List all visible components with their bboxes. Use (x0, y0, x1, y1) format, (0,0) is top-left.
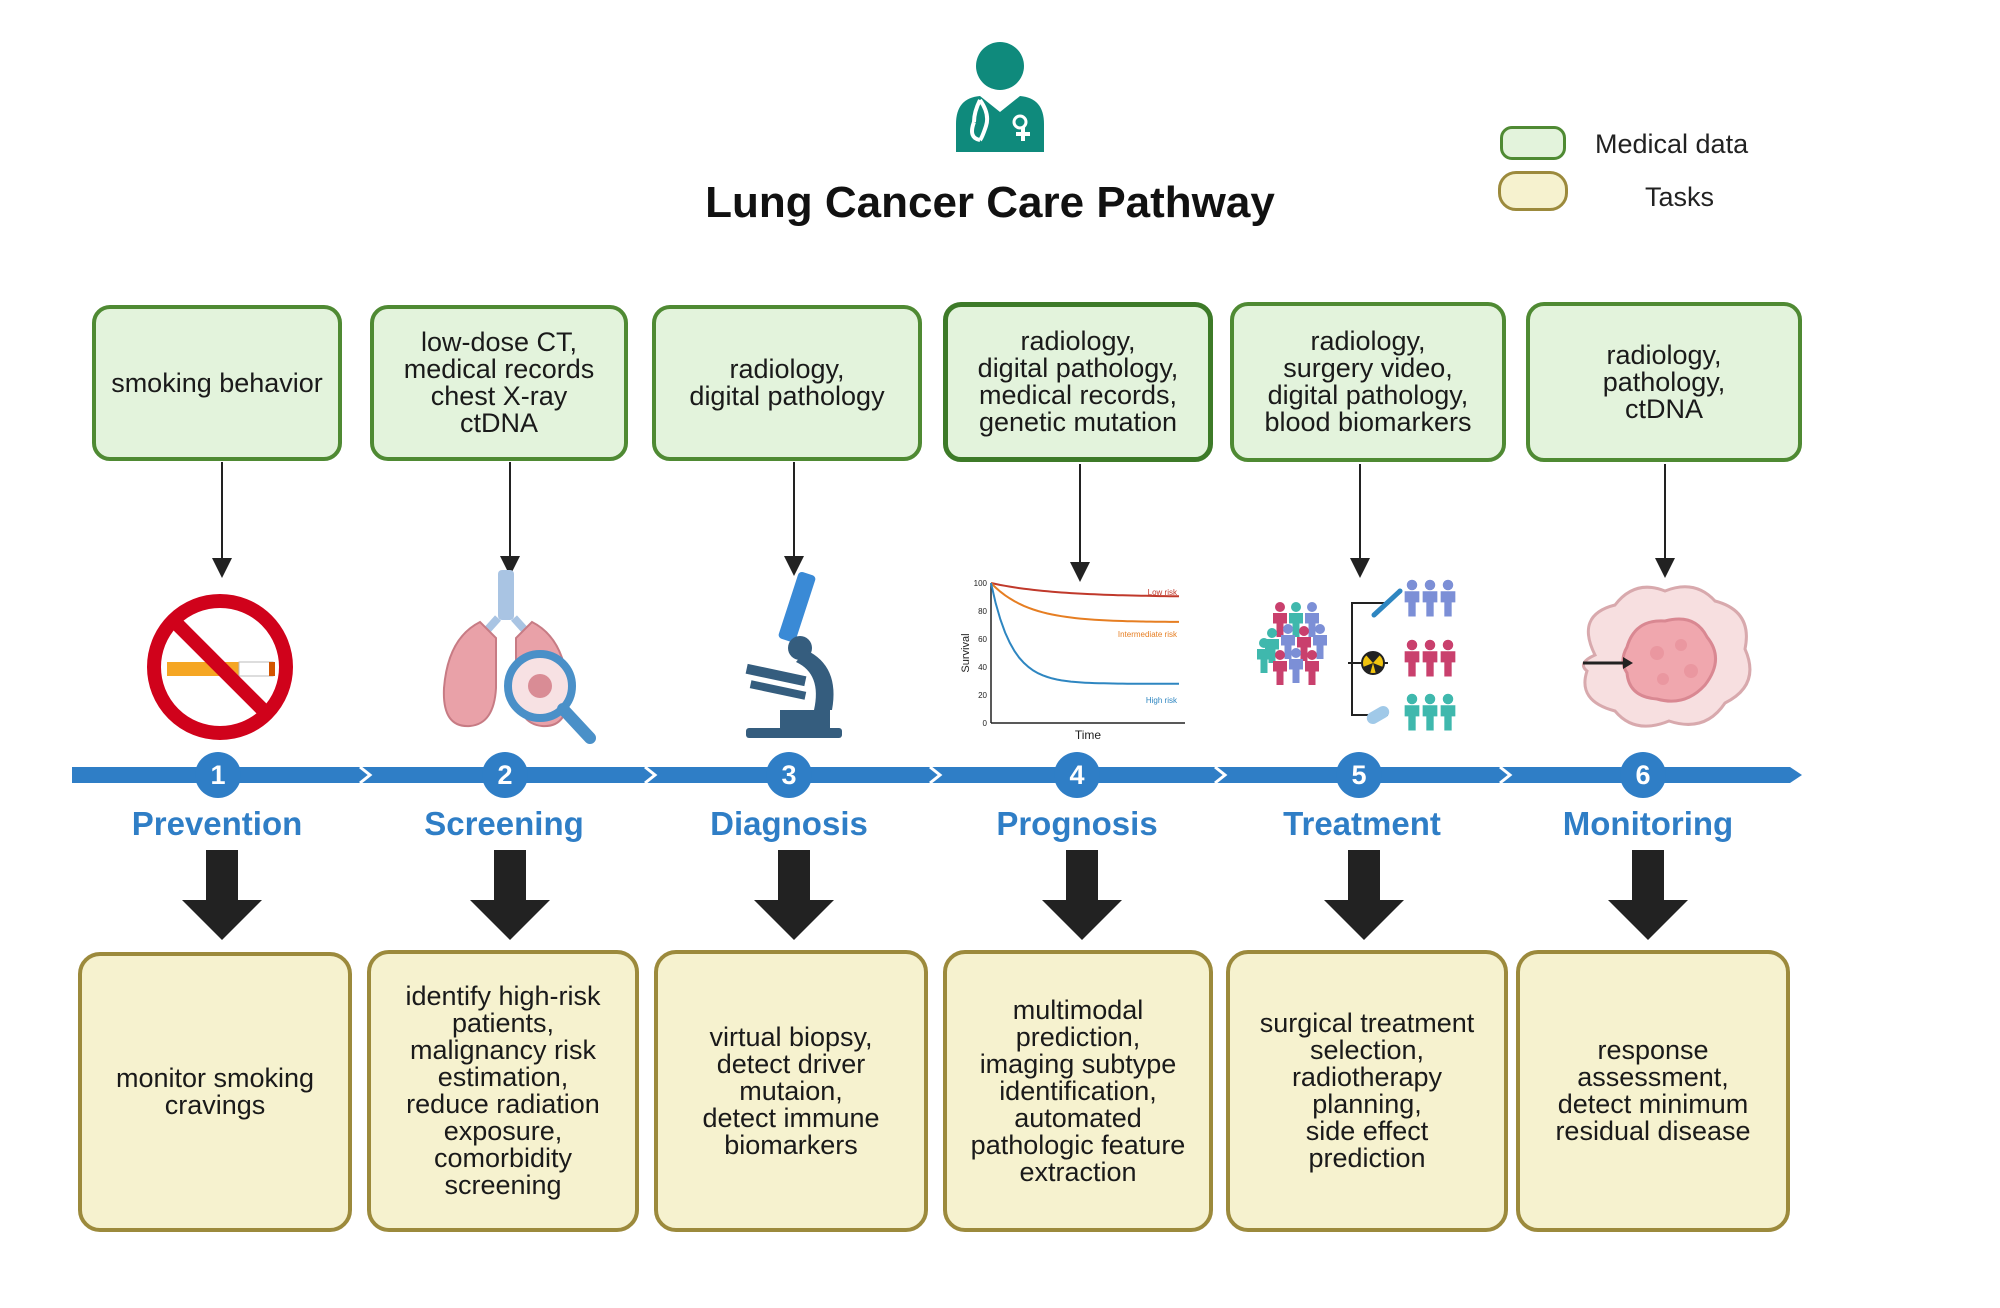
task-arrow-4 (1042, 850, 1122, 940)
patient-figure (1422, 639, 1438, 677)
stage-number-2: 2 (482, 752, 528, 798)
survival-ytick: 0 (983, 719, 988, 728)
survival-ytick: 20 (978, 691, 987, 700)
microscope-icon (745, 571, 842, 738)
patient-figure (1440, 639, 1456, 677)
task-box-treatment: surgical treatment selection, radiothera… (1226, 950, 1508, 1232)
patient-figure (1440, 579, 1456, 617)
patient-figure (1404, 693, 1420, 731)
survival-ytick: 80 (978, 607, 987, 616)
survival-ylabel: Survival (960, 633, 972, 672)
patient-stratification-icon (1257, 579, 1456, 731)
timeline-arrow (72, 765, 1802, 785)
patient-figure (1404, 579, 1420, 617)
data-box-prognosis: radiology, digital pathology, medical re… (943, 302, 1213, 462)
stage-number-5: 5 (1336, 752, 1382, 798)
task-arrow-3 (754, 850, 834, 940)
data-box-screening: low-dose CT, medical records chest X-ray… (370, 305, 628, 461)
stage-label-prevention: Prevention (131, 805, 303, 842)
patient-figure (1404, 639, 1420, 677)
patient-figure (1422, 579, 1438, 617)
survival-xlabel: Time (1075, 728, 1102, 742)
stage-number-4: 4 (1054, 752, 1100, 798)
survival-series-label: Low risk (1148, 588, 1178, 597)
patient-figure (1289, 648, 1303, 683)
stage-label-prognosis: Prognosis (996, 805, 1158, 842)
stage-label-treatment: Treatment (1283, 805, 1441, 842)
lungs-magnifier-icon (442, 570, 596, 744)
stage-label-monitoring: Monitoring (1562, 805, 1734, 842)
survival-curve-3 (990, 582, 1179, 685)
data-box-diagnosis: radiology, digital pathology (652, 305, 922, 461)
stage-label-diagnosis: Diagnosis (710, 805, 868, 842)
task-box-prevention: monitor smoking cravings (78, 952, 352, 1232)
patient-figure (1440, 693, 1456, 731)
task-box-diagnosis: virtual biopsy, detect driver mutaion, d… (654, 950, 928, 1232)
data-box-prevention: smoking behavior (92, 305, 342, 461)
survival-series-label: High risk (1146, 696, 1178, 705)
task-box-prognosis: multimodal prediction, imaging subtype i… (943, 950, 1213, 1232)
legend-label-tasks: Tasks (1645, 182, 1715, 212)
task-arrow-6 (1608, 850, 1688, 940)
task-box-monitoring: response assessment, detect minimum resi… (1516, 950, 1790, 1232)
task-arrows (182, 850, 1688, 940)
task-arrow-5 (1324, 850, 1404, 940)
data-box-treatment: radiology, surgery video, digital pathol… (1230, 302, 1506, 462)
task-box-screening: identify high-risk patients, malignancy … (367, 950, 639, 1232)
patient-figure (1305, 650, 1319, 685)
no-smoking-icon (147, 594, 293, 740)
survival-series-label: Intermediate risk (1118, 630, 1178, 639)
data-box-monitoring: radiology, pathology, ctDNA (1526, 302, 1802, 462)
page-title: Lung Cancer Care Pathway (705, 178, 1275, 227)
stage-number-1: 1 (195, 752, 241, 798)
stage-number-3: 3 (766, 752, 812, 798)
survival-curve-2 (990, 582, 1179, 623)
stage-label-screening: Screening (424, 805, 584, 842)
survival-curve-1 (990, 582, 1180, 598)
doctor-icon (956, 42, 1044, 152)
task-arrow-2 (470, 850, 550, 940)
patient-figure (1273, 650, 1287, 685)
data-arrows (212, 462, 1675, 582)
stage-number-6: 6 (1620, 752, 1666, 798)
legend-label-medical-data: Medical data (1595, 129, 1749, 159)
tumor-icon (1581, 585, 1752, 728)
patient-figure (1422, 693, 1438, 731)
survival-ytick: 40 (978, 663, 987, 672)
survival-ytick: 100 (974, 579, 988, 588)
survival-ytick: 60 (978, 635, 987, 644)
patient-figure (1257, 638, 1271, 673)
task-arrow-1 (182, 850, 262, 940)
legend-swatch-tasks (1498, 171, 1568, 211)
legend-swatch-medical-data (1500, 126, 1566, 160)
